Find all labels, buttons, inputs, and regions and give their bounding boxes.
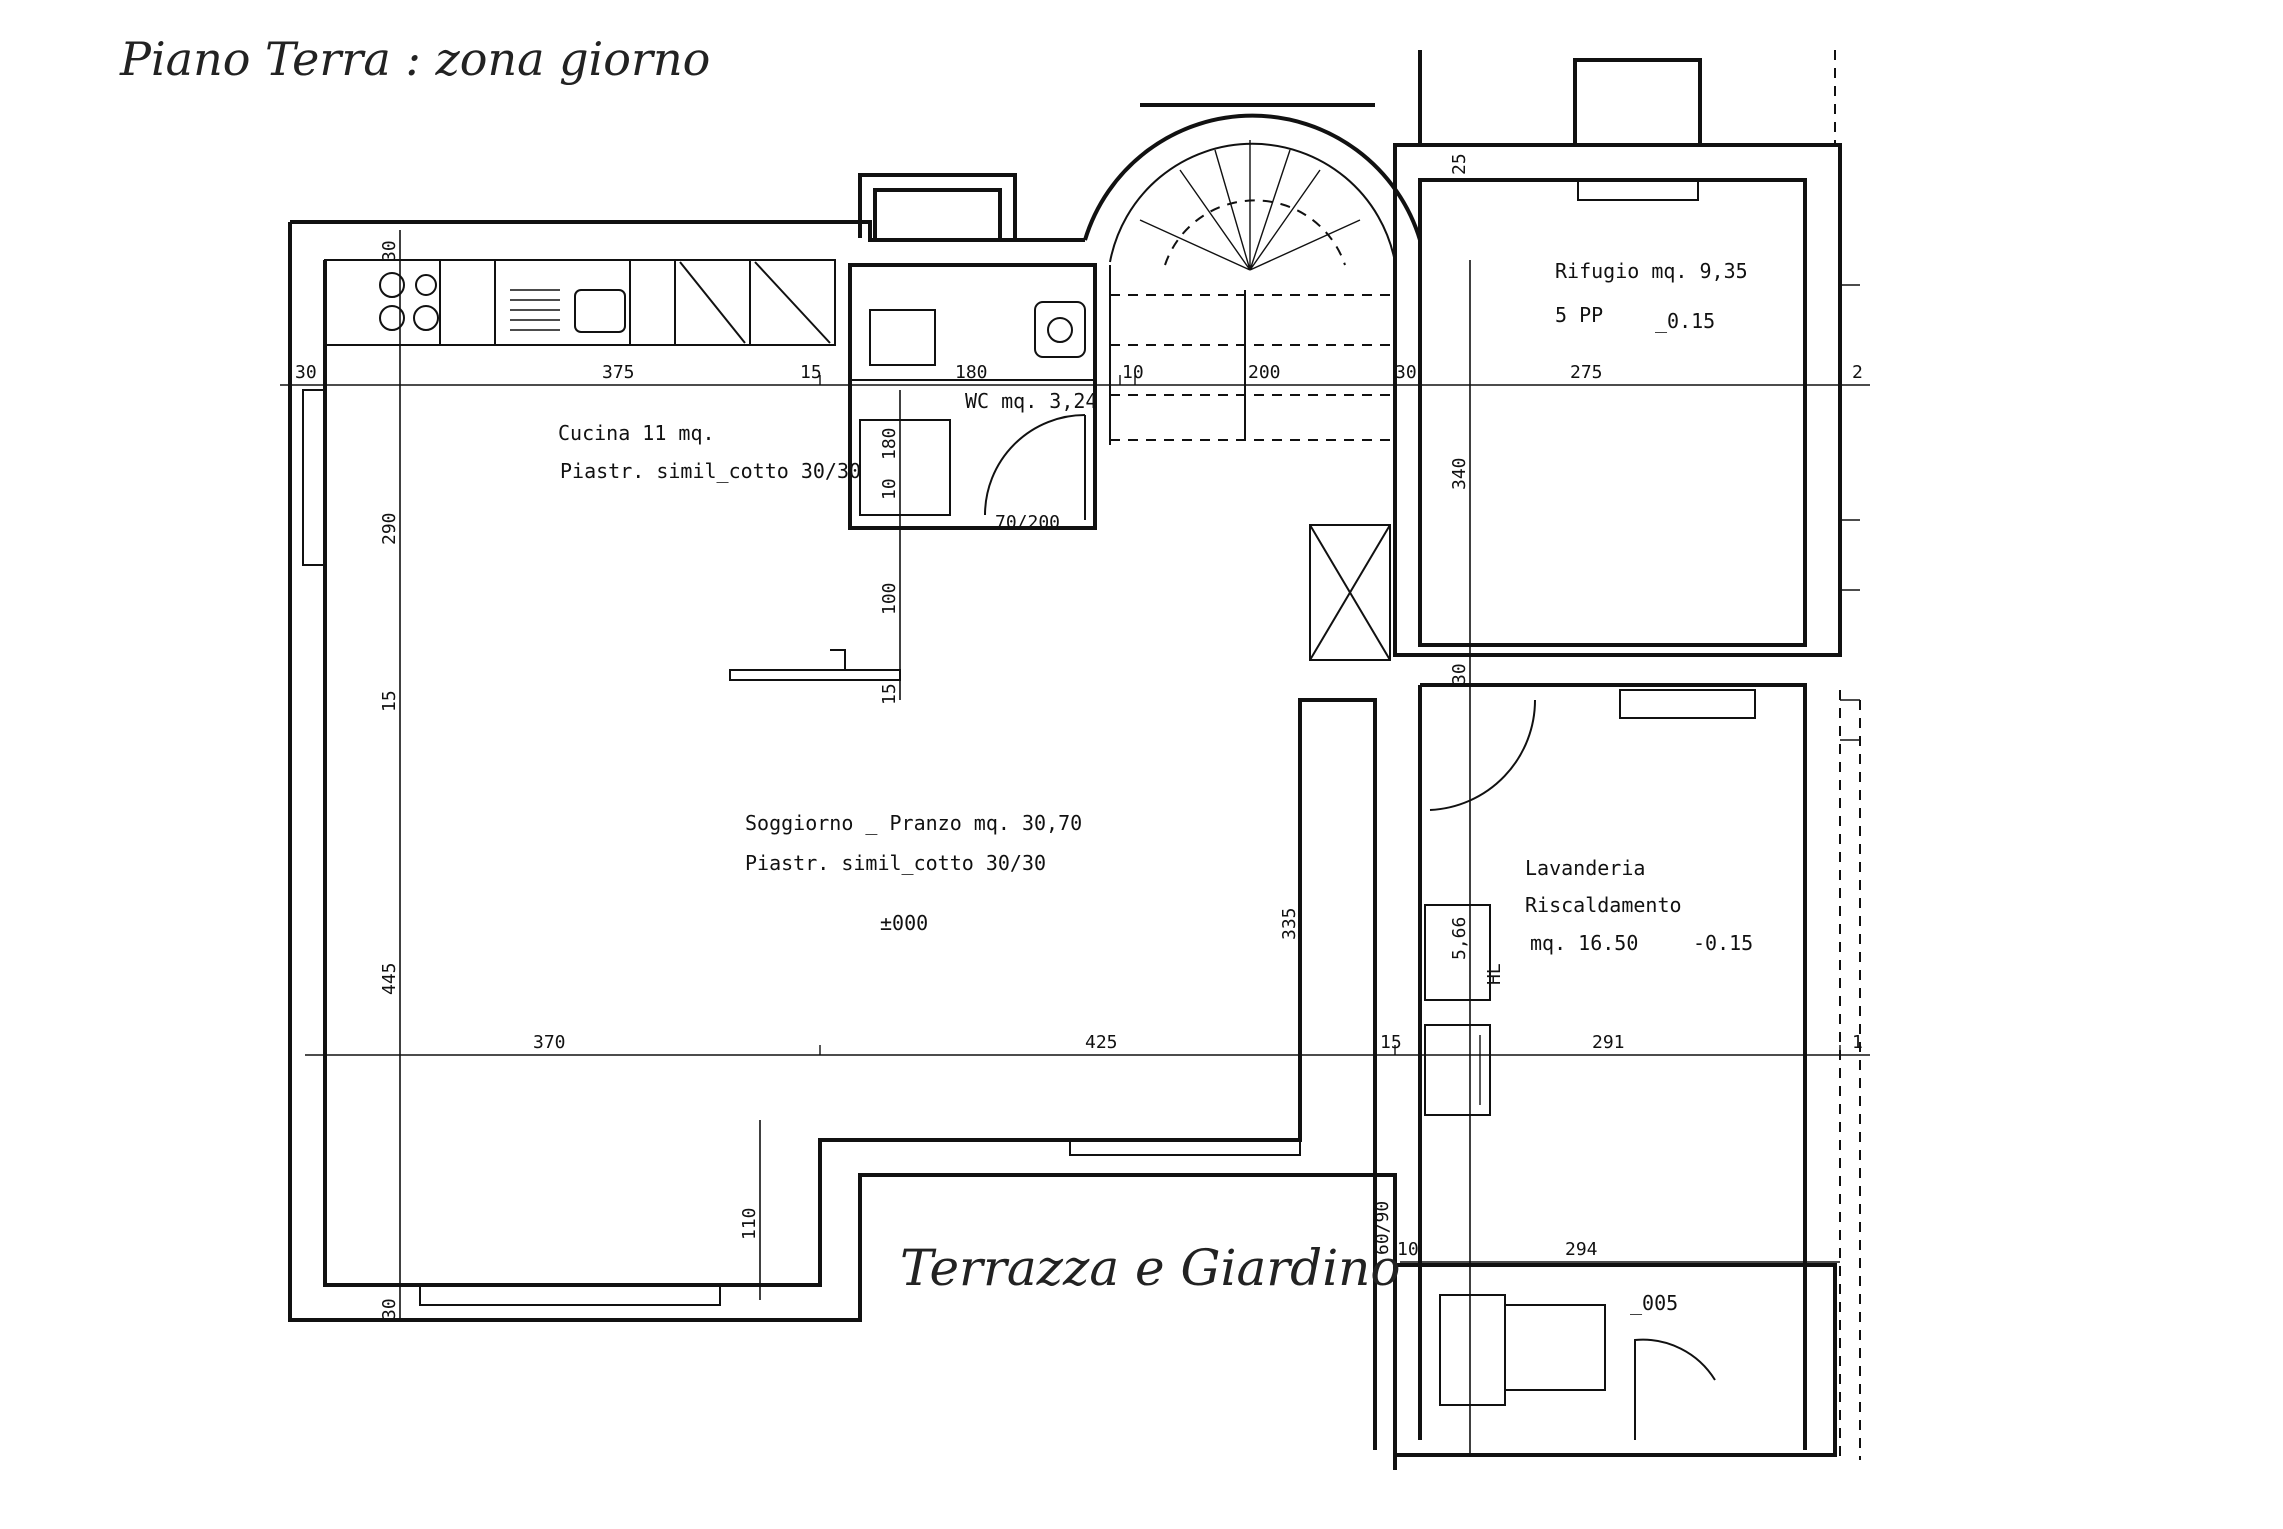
- wc-toilet: [1034, 301, 1086, 358]
- living-counter: [729, 649, 901, 681]
- shelter-note: 5 PP: [1555, 303, 1603, 327]
- dim-left-label: 290: [379, 512, 400, 545]
- wc-name: WC mq. 3,24: [965, 389, 1097, 413]
- hob-burner: [413, 305, 439, 331]
- dim-top-label: 30: [1395, 362, 1417, 383]
- boiler: [1424, 904, 1491, 1001]
- stair-inner-arc: [1109, 142, 1396, 263]
- shelter-name: Rifugio mq. 9,35: [1555, 259, 1748, 283]
- laundry-sink: [1424, 1024, 1491, 1116]
- dim-inner-label: 30: [1449, 663, 1470, 685]
- wc-walls: [848, 263, 1097, 530]
- kitchen-name: Cucina 11 mq.: [558, 421, 715, 445]
- lower-box: [1504, 1304, 1606, 1391]
- dim-middle-label: 1: [1852, 1032, 1863, 1053]
- lower-level: _005: [1630, 1291, 1678, 1315]
- hob-burner: [379, 272, 405, 298]
- dim-middle-label: 370: [533, 1032, 566, 1053]
- dim-top-label: 180: [955, 362, 988, 383]
- wc-door-size: 70/200: [995, 512, 1060, 533]
- dim-inner-label: 335: [1279, 907, 1300, 940]
- plan-heading: Piano Terra : zona giorno: [119, 32, 710, 86]
- shelter-walls: [1393, 143, 1842, 657]
- dim-inner-label: 60/90: [1372, 1201, 1393, 1255]
- dim-middle-label: 425: [1085, 1032, 1118, 1053]
- laundry-area: mq. 16.50: [1530, 931, 1638, 955]
- dim-wc-label: 100: [879, 582, 900, 615]
- living-level: ±000: [880, 911, 928, 935]
- stair-treads: [1139, 140, 1361, 271]
- dim-inner-label: 110: [739, 1207, 760, 1240]
- stair-void-cross: [1309, 524, 1391, 661]
- kitchen-floor: Piastr. simil_cotto 30/30: [560, 459, 861, 483]
- boiler-label-1: 5,66: [1449, 917, 1470, 960]
- east-boundary: [1839, 690, 1861, 1460]
- wc-toilet-bowl: [1047, 317, 1073, 343]
- shower-tray: [859, 419, 951, 516]
- laundry-vent: [1619, 689, 1756, 719]
- lower-walls: [1395, 1263, 1837, 1457]
- wc-basin: [869, 309, 936, 366]
- bottom-window: [419, 1284, 721, 1306]
- stair-void: [1309, 524, 1391, 661]
- hob-burner: [415, 274, 437, 296]
- dim-middle-label: 15: [1380, 1032, 1402, 1053]
- kitchen-sink: [574, 289, 626, 333]
- laundry-walls: [1418, 683, 1807, 1450]
- living-floor: Piastr. simil_cotto 30/30: [745, 851, 1046, 875]
- outer-wall: [288, 220, 1397, 1470]
- dim-inner-label: 340: [1449, 457, 1470, 490]
- dim-left-label: 30: [379, 240, 400, 262]
- laundry-level: -0.15: [1693, 931, 1753, 955]
- dim-left-label: 15: [379, 690, 400, 712]
- east-ticks: [1840, 284, 1860, 741]
- dim-top-label: 200: [1248, 362, 1281, 383]
- hob-burner: [379, 305, 405, 331]
- kitchen-counter: [324, 259, 836, 346]
- dim-wc-label: 10: [879, 478, 900, 500]
- laundry-name: Lavanderia: [1525, 856, 1645, 880]
- west-window: [302, 389, 326, 566]
- shelter-window: [1573, 58, 1702, 145]
- cabinet-diagonals: [679, 261, 831, 344]
- lower-door: [1634, 1338, 1716, 1440]
- dim-bottom-label: 10: [1397, 1239, 1419, 1260]
- laundry-name-2: Riscaldamento: [1525, 893, 1682, 917]
- living-name: Soggiorno _ Pranzo mq. 30,70: [745, 811, 1082, 835]
- wc-door-swing: [984, 414, 1086, 516]
- stair-edges: [1109, 265, 1246, 445]
- wc-window: [858, 173, 1017, 238]
- dim-bottom-label: 294: [1565, 1239, 1598, 1260]
- dim-top-label: 275: [1570, 362, 1603, 383]
- labels: Piano Terra : zona giorno Terrazza e Gia…: [119, 32, 1753, 1315]
- stair-path: [1164, 199, 1346, 266]
- dim-left-label: 445: [379, 962, 400, 995]
- shelter-level: _0.15: [1655, 309, 1715, 333]
- outdoor-label: Terrazza e Giardino: [900, 1239, 1401, 1297]
- stair-outer-wall: [1083, 113, 1422, 265]
- dim-ticks-top: [289, 375, 1841, 385]
- dim-top-label: 10: [1122, 362, 1144, 383]
- drainer: [510, 289, 560, 331]
- walls: [288, 50, 1861, 1470]
- laundry-door-swing: [1429, 699, 1537, 811]
- lower-fixture: [1439, 1294, 1506, 1406]
- dim-top-label: 375: [602, 362, 635, 383]
- dim-top-label: 15: [800, 362, 822, 383]
- kitchen-counter-divisions: [439, 260, 751, 345]
- boiler-label-2: HL: [1484, 963, 1505, 985]
- dim-top-label: 2: [1852, 362, 1863, 383]
- dim-left-label: 30: [379, 1298, 400, 1320]
- dimension-labels: 30 375 15 180 10 200 30 275 2 370 425 15…: [295, 153, 1863, 1320]
- dim-inner-label: 25: [1449, 153, 1470, 175]
- dimension-lines: [280, 230, 1870, 1455]
- south-window: [1069, 1139, 1301, 1156]
- dim-ticks-middle: [324, 1045, 1841, 1055]
- dim-top-label: 30: [295, 362, 317, 383]
- dim-wc-label: 180: [879, 427, 900, 460]
- shelter-vent: [1577, 179, 1699, 201]
- dim-wc-label: 15: [879, 683, 900, 705]
- dim-middle-label: 291: [1592, 1032, 1625, 1053]
